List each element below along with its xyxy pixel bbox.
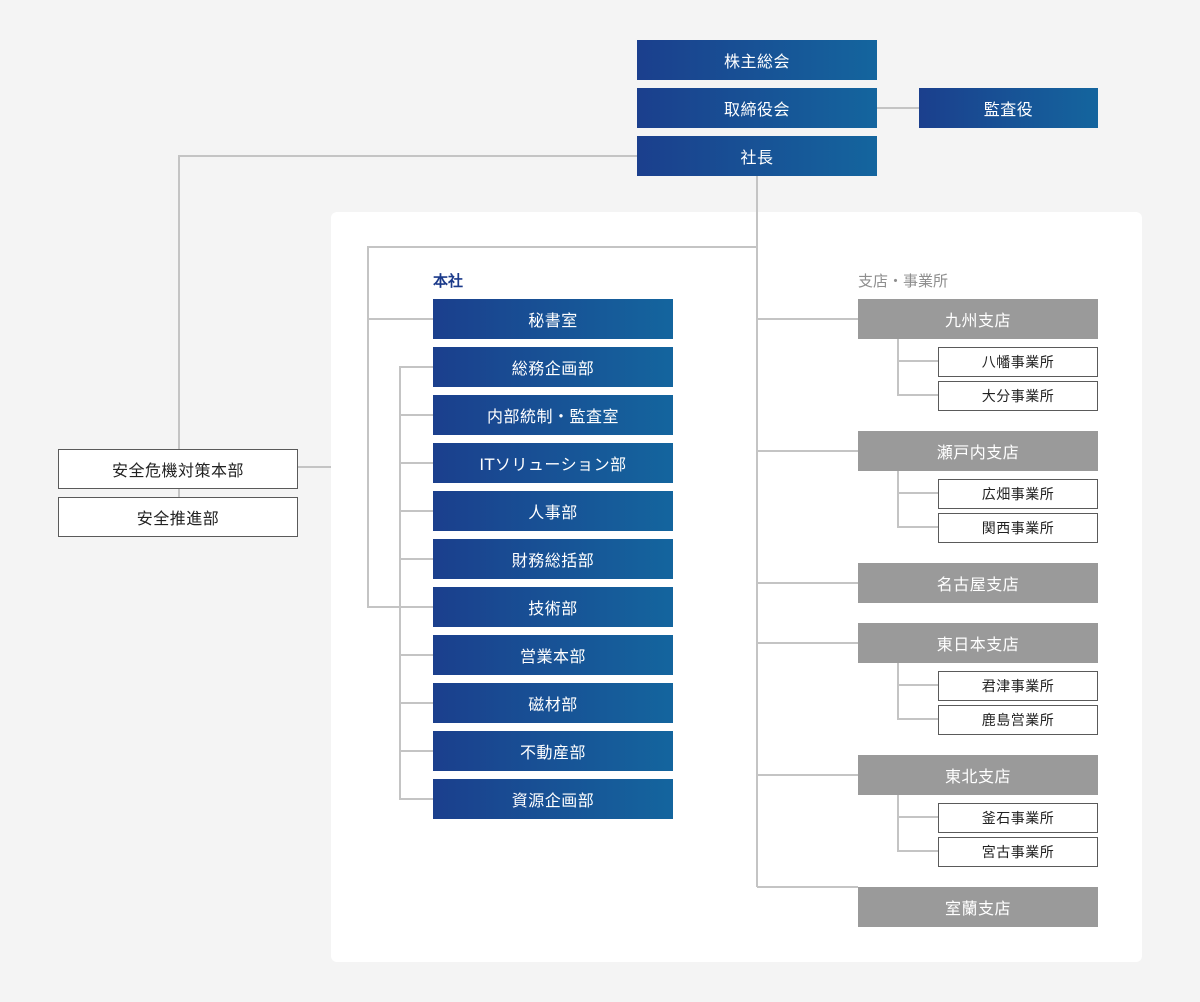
auditor-box: 監査役 [919, 88, 1098, 128]
board-box: 取締役会 [637, 88, 877, 128]
office-box: 釜石事業所 [938, 803, 1098, 833]
office-box: 大分事業所 [938, 381, 1098, 411]
office-box: 関西事業所 [938, 513, 1098, 543]
branch-box: 室蘭支店 [858, 887, 1098, 927]
safety-promotion-box: 安全推進部 [58, 497, 298, 537]
branch-box: 東北支店 [858, 755, 1098, 795]
office-box: 広畑事業所 [938, 479, 1098, 509]
head-office-heading: 本社 [433, 272, 464, 290]
dept-box: 不動産部 [433, 731, 673, 771]
branch-box: 東日本支店 [858, 623, 1098, 663]
branch-box: 九州支店 [858, 299, 1098, 339]
dept-box: ITソリューション部 [433, 443, 673, 483]
office-box: 宮古事業所 [938, 837, 1098, 867]
branch-box: 瀬戸内支店 [858, 431, 1098, 471]
dept-secretary: 秘書室 [433, 299, 673, 339]
office-box: 八幡事業所 [938, 347, 1098, 377]
shareholders-box: 株主総会 [637, 40, 877, 80]
safety-hq-box: 安全危機対策本部 [58, 449, 298, 489]
dept-box: 技術部 [433, 587, 673, 627]
branch-box: 名古屋支店 [858, 563, 1098, 603]
dept-box: 内部統制・監査室 [433, 395, 673, 435]
dept-box: 資源企画部 [433, 779, 673, 819]
dept-box: 人事部 [433, 491, 673, 531]
office-box: 鹿島営業所 [938, 705, 1098, 735]
dept-box: 営業本部 [433, 635, 673, 675]
dept-box: 総務企画部 [433, 347, 673, 387]
dept-box: 磁材部 [433, 683, 673, 723]
president-box: 社長 [637, 136, 877, 176]
dept-box: 財務総括部 [433, 539, 673, 579]
office-box: 君津事業所 [938, 671, 1098, 701]
branches-heading: 支店・事業所 [858, 272, 949, 290]
